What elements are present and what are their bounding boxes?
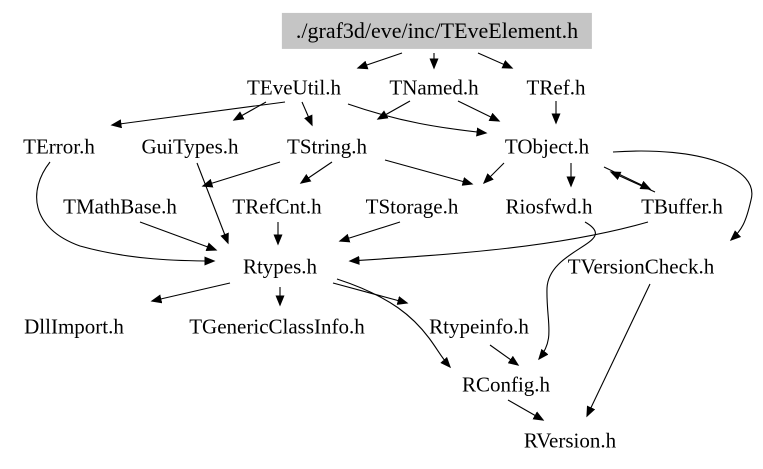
edge-tbuffer-tobject <box>609 171 656 193</box>
edge-rconfig-rversion <box>507 399 545 421</box>
node-tstring[interactable]: TString.h <box>287 134 367 159</box>
node-tstorage[interactable]: TStorage.h <box>365 194 459 219</box>
edge-tstorage-rtypes <box>338 221 401 243</box>
edge-tnamed-tstring <box>376 100 411 120</box>
edge-tstring-tmathbase <box>201 161 281 188</box>
edge-rtypes-rconfig <box>336 278 452 369</box>
edge-tbuffer-rtypes <box>348 221 649 265</box>
edge-teveutil-terror <box>110 101 286 129</box>
edge-tversioncheck-rversion <box>586 283 651 418</box>
edge-rtypeinfo-rconfig <box>489 344 520 366</box>
node-rtypeinfo[interactable]: Rtypeinfo.h <box>429 314 529 339</box>
edge-teveutil-tstring <box>301 101 313 127</box>
edge-tnamed-tobject <box>457 100 501 122</box>
edge-teveutil-tobject <box>347 103 488 137</box>
node-tref[interactable]: TRef.h <box>526 75 586 100</box>
node-rconfig[interactable]: RConfig.h <box>461 372 551 397</box>
node-tbuffer[interactable]: TBuffer.h <box>641 194 723 219</box>
node-tnamed[interactable]: TNamed.h <box>389 75 479 100</box>
node-rtypes[interactable]: Rtypes.h <box>242 254 318 279</box>
node-trefcnt[interactable]: TRefCnt.h <box>232 194 322 219</box>
node-rversion[interactable]: RVersion.h <box>523 428 617 453</box>
node-tversioncheck[interactable]: TVersionCheck.h <box>567 254 715 279</box>
edge-tobject-tversioncheck <box>612 150 753 242</box>
node-tgenericclassinfo[interactable]: TGenericClassInfo.h <box>189 314 365 339</box>
node-tobject[interactable]: TObject.h <box>504 134 590 159</box>
edge-rtypes-dllimport <box>150 282 231 304</box>
node-riosfwd[interactable]: Riosfwd.h <box>505 194 593 219</box>
edge-tstring-tstorage <box>384 159 474 186</box>
node-terror[interactable]: TError.h <box>23 134 95 159</box>
edge-rtypes-rtypeinfo <box>332 282 409 305</box>
edge-riosfwd-rconfig <box>538 221 596 361</box>
node-teveutil[interactable]: TEveUtil.h <box>247 75 341 100</box>
edge-teveutil-guitypes <box>232 101 267 121</box>
edge-tmathbase-rtypes <box>139 221 218 251</box>
edge-teveelement-teveutil <box>356 52 403 70</box>
node-dllimport[interactable]: DllImport.h <box>24 314 124 339</box>
node-teveelement: ./graf3d/eve/inc/TEveElement.h <box>281 12 593 50</box>
edge-tobject-tstorage <box>482 162 505 185</box>
edge-guitypes-rtypes <box>196 162 229 245</box>
node-guitypes[interactable]: GuiTypes.h <box>141 134 239 159</box>
edge-tstring-trefcnt <box>299 161 333 184</box>
edge-tobject-tbuffer <box>603 166 652 190</box>
edge-terror-rtypes <box>36 161 216 266</box>
node-tmathbase[interactable]: TMathBase.h <box>63 194 177 219</box>
edge-teveelement-tref <box>477 52 514 69</box>
